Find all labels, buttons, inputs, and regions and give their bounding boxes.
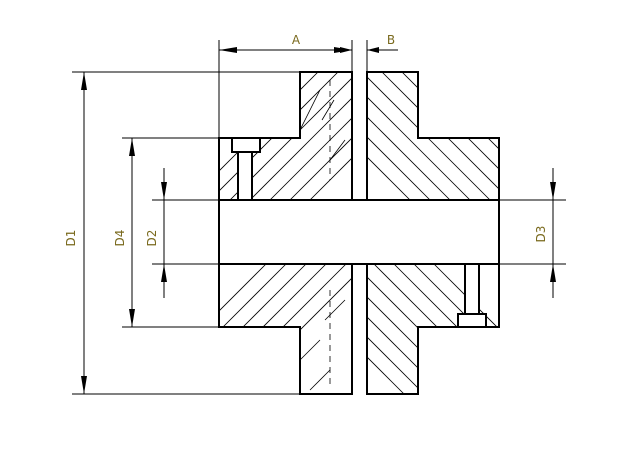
right-upper-hatching <box>367 72 499 200</box>
left-bolt <box>231 137 261 201</box>
right-upper-section-outline <box>366 71 500 201</box>
dimension-d2: D2 <box>145 168 219 298</box>
right-bolt <box>457 263 487 328</box>
dimension-a-label: A <box>292 33 301 47</box>
dimension-d4-label: D4 <box>113 230 127 247</box>
left-flange-half <box>218 71 353 395</box>
dimension-a: A <box>218 33 353 138</box>
left-lower-section-outline <box>218 263 353 395</box>
dimension-d4: D4 <box>113 137 219 328</box>
dimension-d2-label: D2 <box>145 230 159 247</box>
dimension-d3: D3 <box>499 168 566 298</box>
dimension-d1-label: D1 <box>64 230 78 247</box>
dimension-d3-label: D3 <box>534 226 548 243</box>
dimension-b: B <box>337 33 398 72</box>
dimension-d1: D1 <box>64 71 300 395</box>
dimension-b-label: B <box>387 33 395 47</box>
